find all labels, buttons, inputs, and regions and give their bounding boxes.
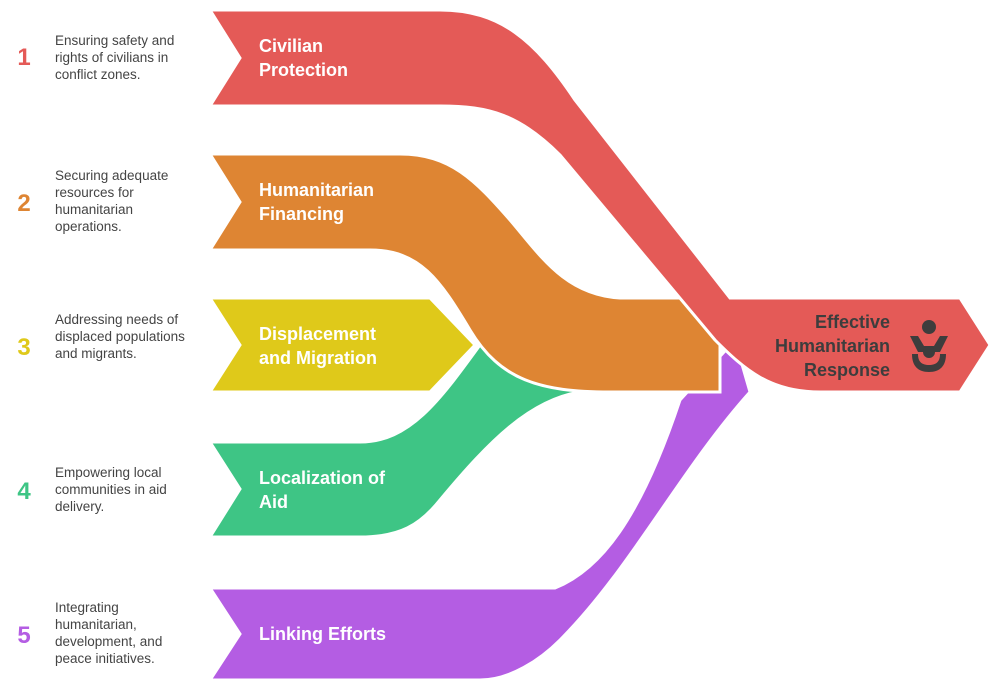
step-description-4: Empowering local communities in aid deli…	[55, 465, 167, 514]
step-number-3: 3	[17, 334, 31, 361]
step-description-1: Ensuring safety and rights of civilians …	[55, 33, 175, 82]
step-label-4: Localization of Aid	[259, 468, 385, 512]
band-localization-of-aid	[207, 343, 701, 539]
step-label-3: Displacement and Migration	[259, 324, 377, 368]
step-label-2: Humanitarian Financing	[259, 180, 375, 224]
band-humanitarian-financing	[207, 152, 722, 394]
people-icon	[910, 320, 948, 372]
step-description-3: Addressing needs of displaced population…	[55, 312, 185, 361]
target-label: Effective Humanitarian Response	[774, 312, 890, 380]
band-civilian-protection	[207, 8, 992, 394]
step-number-4: 4	[17, 478, 31, 505]
step-number-2: 2	[17, 190, 31, 217]
step-label-1: Civilian Protection	[259, 36, 349, 80]
step-number-5: 5	[17, 622, 31, 649]
band-linking-efforts	[207, 337, 752, 682]
step-description-5: Integrating humanitarian, development, a…	[55, 600, 163, 666]
step-label-5: Linking Efforts	[259, 624, 386, 644]
band-displacement-and-migration	[207, 296, 478, 394]
step-description-2: Securing adequate resources for humanita…	[55, 168, 169, 234]
step-number-1: 1	[17, 44, 31, 71]
